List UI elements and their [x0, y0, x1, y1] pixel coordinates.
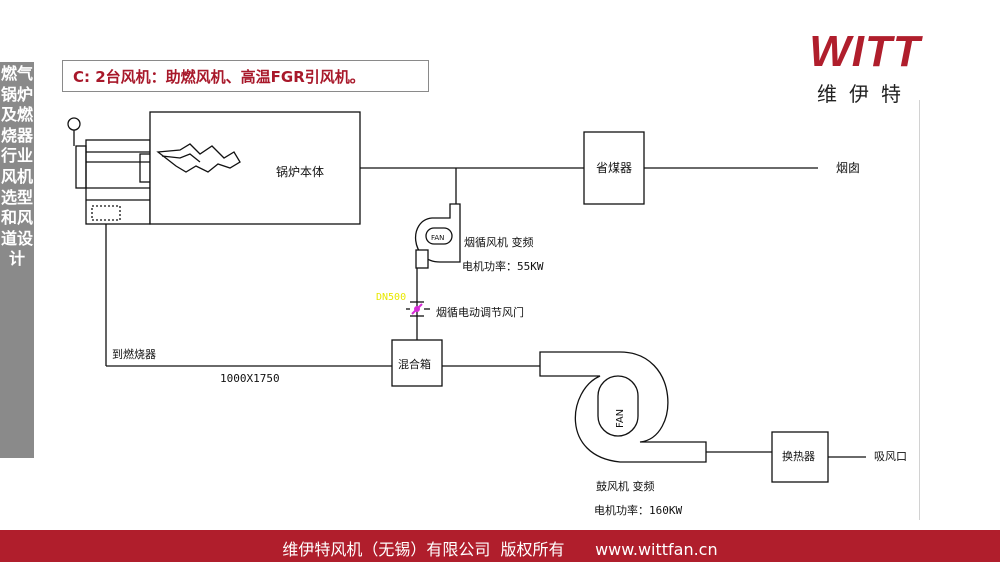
fgr-fan: [415, 203, 461, 269]
fgr-damper: [406, 301, 430, 317]
sidebar-title: 燃气锅炉及燃烧器行业风机选型和风道设计: [0, 64, 33, 269]
footer-bar: 维伊特风机（无锡）有限公司 版权所有 www.wittfan.cn: [0, 530, 1000, 562]
pipe-size-label: DN500: [376, 292, 406, 303]
fgr-fan-label: 烟循风机 变频: [464, 235, 534, 249]
logo-wordmark: WITT: [809, 27, 921, 76]
duct-size-label: 1000X1750: [220, 372, 280, 385]
sidebar: [0, 62, 34, 458]
fgr-flow-diagram: 锅炉本体 省煤器 烟囱 FAN 烟循风机 变频 电机功率：55KW DN500 …: [67, 100, 920, 520]
flame-icon: [156, 143, 241, 173]
fgr-fan-power: 电机功率：55KW: [462, 259, 544, 273]
blower-power: 电机功率：160KW: [594, 503, 682, 517]
boiler-label: 锅炉本体: [276, 164, 324, 179]
to-burner-label: 到燃烧器: [112, 347, 156, 361]
fgr-fan-icon-text: FAN: [431, 234, 444, 242]
blower-fan: [539, 351, 707, 463]
footer-text: 维伊特风机（无锡）有限公司 版权所有 www.wittfan.cn: [282, 540, 718, 559]
damper-label: 烟循电动调节风门: [436, 305, 524, 319]
witt-logo: WITT 维伊特: [794, 27, 936, 107]
heat-exchanger-label: 换热器: [782, 449, 815, 463]
boiler-body: [149, 111, 361, 225]
burner-assembly: [67, 117, 155, 225]
blower-label: 鼓风机 变频: [596, 479, 655, 493]
mixing-box-label: 混合箱: [398, 357, 431, 371]
page-title: C: 2台风机：助燃风机、高温FGR引风机。: [73, 68, 365, 86]
air-intake-label: 吸风口: [874, 450, 907, 463]
economizer-label: 省煤器: [596, 161, 632, 175]
heat-exchanger-box: [771, 431, 829, 483]
mixing-box: [391, 339, 443, 387]
damper-indicator: [414, 306, 420, 312]
chimney-label: 烟囱: [836, 161, 860, 175]
blower-icon-text: FAN: [615, 409, 626, 428]
header-box: C: 2台风机：助燃风机、高温FGR引风机。: [62, 60, 429, 92]
logo-subtitle: 维伊特: [817, 82, 913, 106]
